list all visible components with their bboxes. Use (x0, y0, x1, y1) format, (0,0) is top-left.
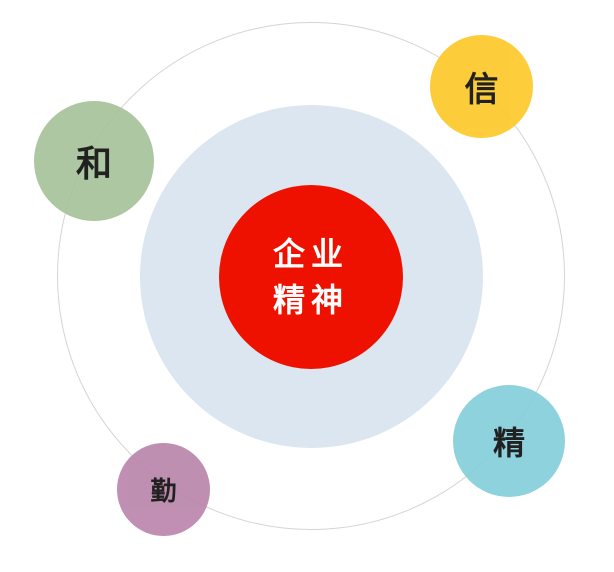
core-label-line-2: 精神 (272, 281, 349, 319)
satellite-label: 勤 (150, 477, 177, 507)
satellite-label: 精 (492, 424, 525, 462)
satellite-jing: 精 (453, 385, 565, 497)
core-circle: 企业 精神 (219, 185, 403, 369)
satellite-qin: 勤 (117, 443, 210, 536)
satellite-he: 和 (34, 101, 154, 221)
satellite-label: 和 (75, 144, 112, 185)
satellite-xin: 信 (430, 35, 533, 138)
core-label-line-1: 企业 (272, 235, 349, 273)
outer-orbit-ring (57, 22, 565, 530)
satellite-label: 信 (464, 70, 499, 110)
